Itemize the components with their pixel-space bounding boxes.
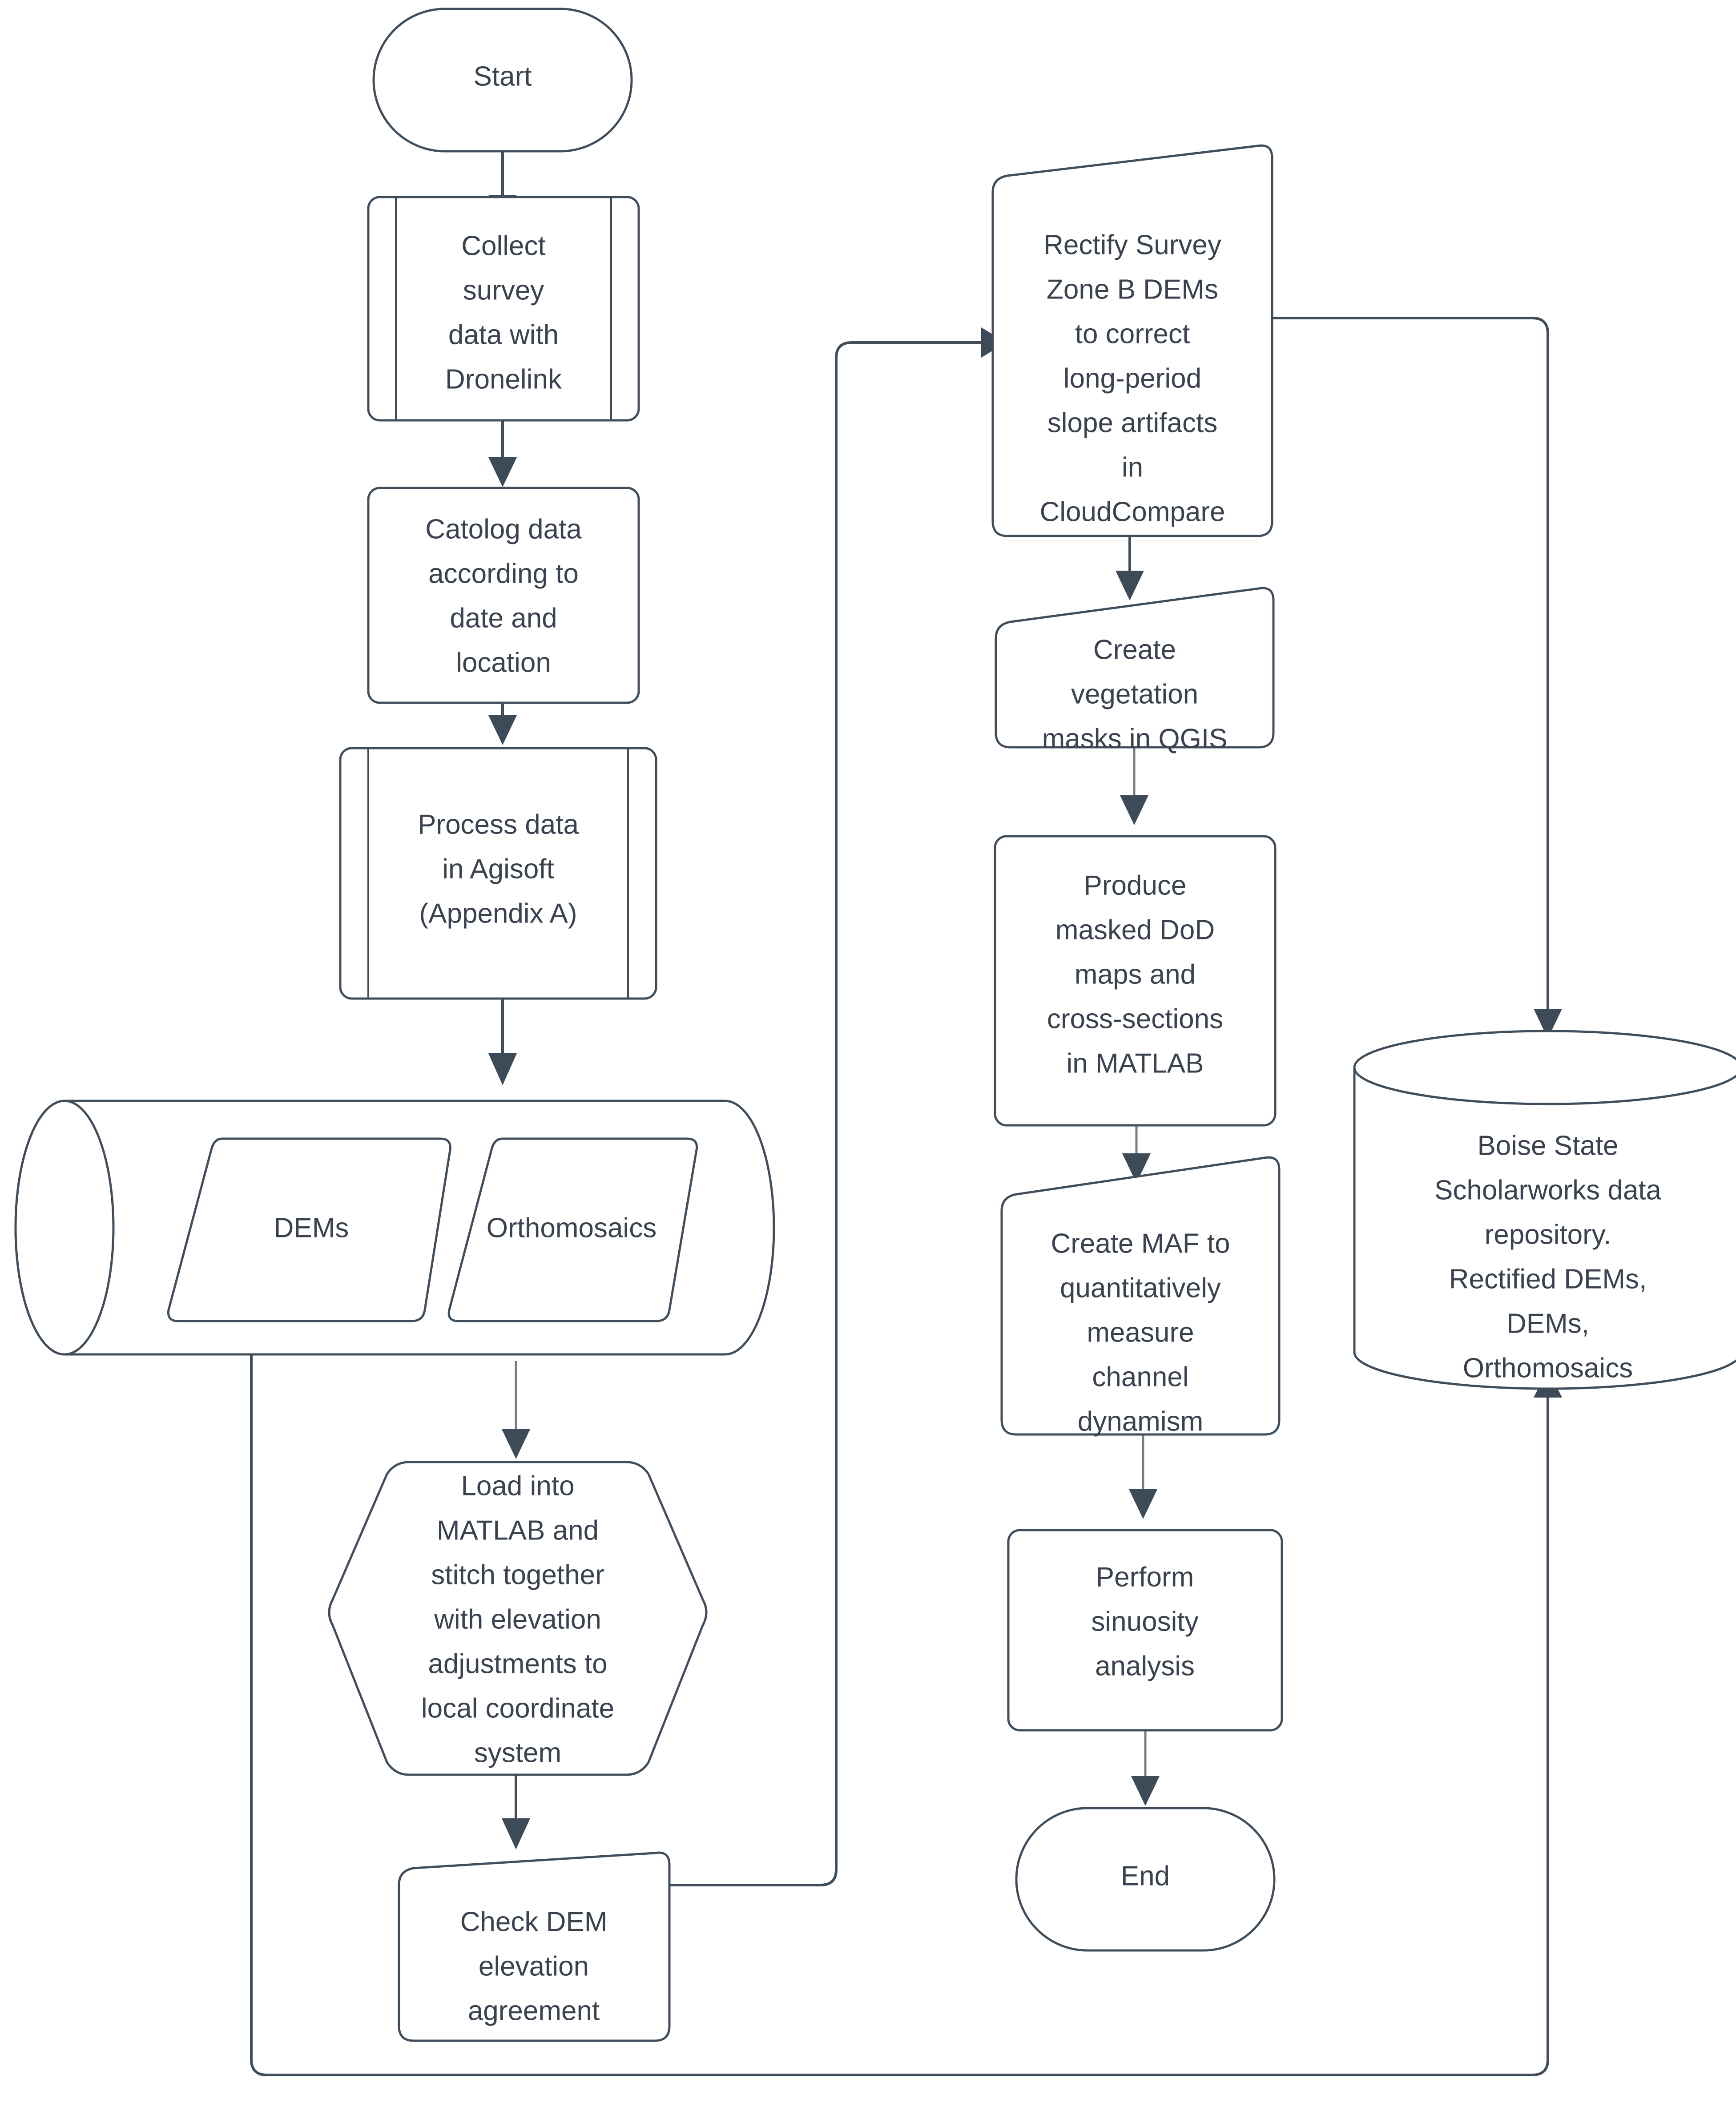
node-sinuosity-line-0: Perform: [1096, 1562, 1194, 1592]
node-catalog-line-3: location: [456, 647, 551, 678]
node-rectify-line-3: long-period: [1063, 363, 1201, 394]
node-rectify-line-1: Zone B DEMs: [1047, 274, 1218, 305]
node-collect-survey-data[interactable]: Collect survey data with Dronelink: [367, 196, 640, 422]
node-collect-line-0: Collect: [461, 230, 546, 261]
node-start-label: Start: [474, 61, 532, 92]
node-agisoft-line-1: in Agisoft: [442, 854, 554, 884]
node-repository-line-3: Rectified DEMs,: [1449, 1264, 1647, 1294]
node-rectify-line-5: in: [1122, 452, 1143, 483]
edge-store-loadmatlab: [502, 1361, 530, 1459]
node-repository-line-5: Orthomosaics: [1463, 1353, 1633, 1383]
node-vegmasks-line-1: vegetation: [1071, 679, 1198, 709]
node-vegmasks-line-0: Create: [1093, 634, 1176, 665]
node-sinuosity[interactable]: Perform sinuosity analysis: [1007, 1529, 1283, 1732]
node-dodmaps-line-2: maps and: [1075, 959, 1196, 990]
node-loadmatlab-line-3: with elevation: [434, 1604, 601, 1635]
node-start[interactable]: Start: [372, 8, 633, 153]
edge-loadmatlab-checkdem: [502, 1775, 530, 1849]
node-maf-line-1: quantitatively: [1060, 1273, 1221, 1303]
node-collect-line-1: survey: [463, 275, 544, 306]
node-process-agisoft[interactable]: Process data in Agisoft (Appendix A): [339, 747, 657, 1000]
node-agisoft-line-2: (Appendix A): [419, 898, 577, 929]
node-catalog-line-0: Catolog data: [425, 514, 582, 544]
edge-rectify-repository: [1272, 317, 1562, 1039]
node-collect-line-3: Dronelink: [445, 364, 562, 395]
node-catalog-line-2: date and: [450, 603, 557, 633]
node-check-dem[interactable]: Check DEM elevation agreement: [398, 1851, 671, 2042]
node-store-item-0: DEMs: [274, 1213, 349, 1243]
edge-maf-sinuosity: [1129, 1434, 1157, 1519]
edge-dodmaps-maf: [1122, 1125, 1151, 1183]
node-sinuosity-line-1: sinuosity: [1091, 1606, 1198, 1637]
node-maf-line-4: dynamism: [1078, 1406, 1204, 1437]
edge-agisoft-store: [488, 999, 517, 1085]
node-checkdem-line-1: elevation: [479, 1951, 589, 1982]
node-rectify-survey[interactable]: Rectify Survey Zone B DEMs to correct lo…: [991, 144, 1273, 537]
node-rectify-line-2: to correct: [1075, 318, 1190, 349]
node-rectify-line-4: slope artifacts: [1047, 407, 1218, 438]
connector-layer: [250, 151, 1562, 2076]
edge-sinuosity-end: [1131, 1730, 1160, 1806]
node-dodmaps-line-1: masked DoD: [1055, 915, 1215, 945]
node-repository-line-2: repository.: [1485, 1219, 1611, 1250]
node-load-matlab[interactable]: Load into MATLAB and stitch together wit…: [328, 1461, 708, 1776]
edge-vegmasks-dodmaps: [1120, 747, 1148, 825]
node-loadmatlab-line-6: system: [474, 1737, 561, 1768]
edge-collect-catalog: [488, 420, 517, 487]
node-loadmatlab-line-5: local coordinate: [421, 1693, 614, 1724]
node-checkdem-line-0: Check DEM: [460, 1906, 608, 1937]
edge-catalog-agisoft: [488, 703, 517, 745]
node-maf-line-0: Create MAF to: [1051, 1228, 1230, 1259]
node-end-label: End: [1121, 1861, 1170, 1891]
node-dodmaps-line-4: in MATLAB: [1067, 1048, 1204, 1079]
node-repository-line-4: DEMs,: [1506, 1308, 1589, 1339]
node-rectify-line-0: Rectify Survey: [1043, 230, 1221, 260]
node-dodmaps-line-3: cross-sections: [1047, 1003, 1223, 1034]
edge-rectify-vegmasks: [1116, 536, 1144, 600]
node-maf-line-2: measure: [1087, 1317, 1194, 1348]
node-loadmatlab-line-2: stitch together: [431, 1559, 604, 1590]
node-loadmatlab-line-4: adjustments to: [428, 1648, 607, 1679]
node-vegetation-masks[interactable]: Create vegetation masks in QGIS: [995, 587, 1275, 754]
node-agisoft-line-0: Process data: [418, 809, 579, 840]
node-collect-line-2: data with: [448, 319, 559, 350]
node-create-maf[interactable]: Create MAF to quantitatively measure cha…: [1000, 1156, 1281, 1437]
node-maf-line-3: channel: [1092, 1362, 1188, 1392]
node-vegmasks-line-2: masks in QGIS: [1042, 723, 1228, 754]
node-sinuosity-line-2: analysis: [1095, 1651, 1195, 1681]
node-catalog-line-1: according to: [428, 558, 579, 589]
node-rectify-line-6: CloudCompare: [1040, 496, 1225, 527]
node-end[interactable]: End: [1015, 1807, 1276, 1952]
node-catalog-data[interactable]: Catolog data according to date and locat…: [367, 487, 640, 704]
node-store-cylinder[interactable]: DEMs Orthomosaics: [14, 1100, 775, 1356]
node-dodmaps-line-0: Produce: [1084, 870, 1187, 901]
node-repository-cylinder[interactable]: Boise State Scholarworks data repository…: [1353, 1030, 1736, 1390]
node-checkdem-line-2: agreement: [468, 1995, 600, 2026]
node-dod-maps[interactable]: Produce masked DoD maps and cross-sectio…: [994, 835, 1277, 1127]
node-repository-line-1: Scholarworks data: [1434, 1175, 1662, 1205]
node-store-item-1: Orthomosaics: [487, 1213, 657, 1243]
node-loadmatlab-line-0: Load into: [461, 1470, 574, 1501]
node-repository-line-0: Boise State: [1477, 1130, 1618, 1161]
node-loadmatlab-line-1: MATLAB and: [437, 1515, 599, 1546]
